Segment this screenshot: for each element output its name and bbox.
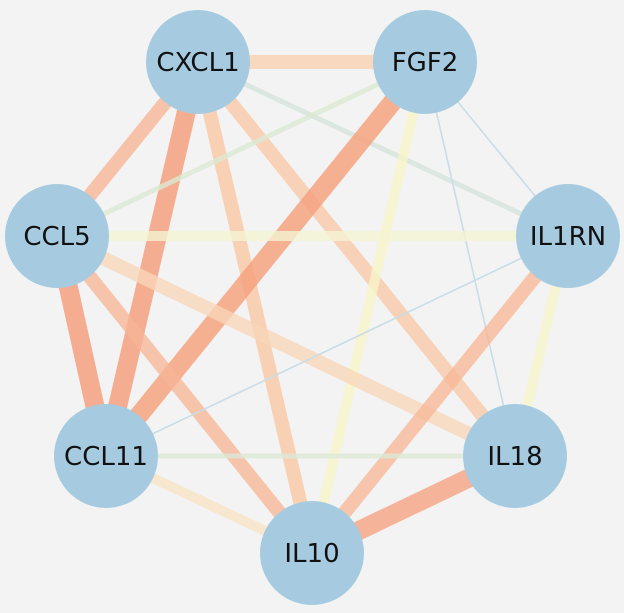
edge-ccl5-il18 <box>53 229 519 463</box>
edge-ccl5-il10 <box>51 231 318 558</box>
node-label: IL10 <box>284 539 339 569</box>
node-circle <box>54 404 158 508</box>
node-cxcl1[interactable]: CXCL1 <box>146 10 250 114</box>
node-circle <box>5 184 109 288</box>
edge-fgf2-il18 <box>424 61 516 457</box>
edge-cxcl1-ccl11 <box>96 59 208 459</box>
node-fgf2[interactable]: FGF2 <box>373 10 477 114</box>
edge-fgf2-ccl5 <box>55 59 427 239</box>
node-label: CCL11 <box>64 442 148 472</box>
edge-cxcl1-il1rn <box>196 59 570 239</box>
edge-il1rn-ccl11 <box>105 235 569 457</box>
node-circle <box>373 10 477 114</box>
node-label: CCL5 <box>23 222 90 252</box>
node-il10[interactable]: IL10 <box>260 501 364 605</box>
node-ccl11[interactable]: CCL11 <box>54 404 158 508</box>
edge-cxcl1-il18 <box>192 57 521 461</box>
node-ccl5[interactable]: CCL5 <box>5 184 109 288</box>
node-label: IL1RN <box>530 222 606 252</box>
node-label: IL18 <box>487 442 542 472</box>
node-label: CXCL1 <box>156 48 239 78</box>
edge-fgf2-il10 <box>307 60 430 555</box>
node-il18[interactable]: IL18 <box>463 404 567 508</box>
node-circle <box>146 10 250 114</box>
edge-fgf2-ccl11 <box>98 56 433 462</box>
node-il1rn[interactable]: IL1RN <box>516 184 620 288</box>
node-label: FGF2 <box>392 48 459 78</box>
node-circle <box>260 501 364 605</box>
node-circle <box>516 184 620 288</box>
node-circle <box>463 404 567 508</box>
edge-cxcl1-il10 <box>191 60 319 555</box>
edge-il1rn-il10 <box>306 231 574 558</box>
